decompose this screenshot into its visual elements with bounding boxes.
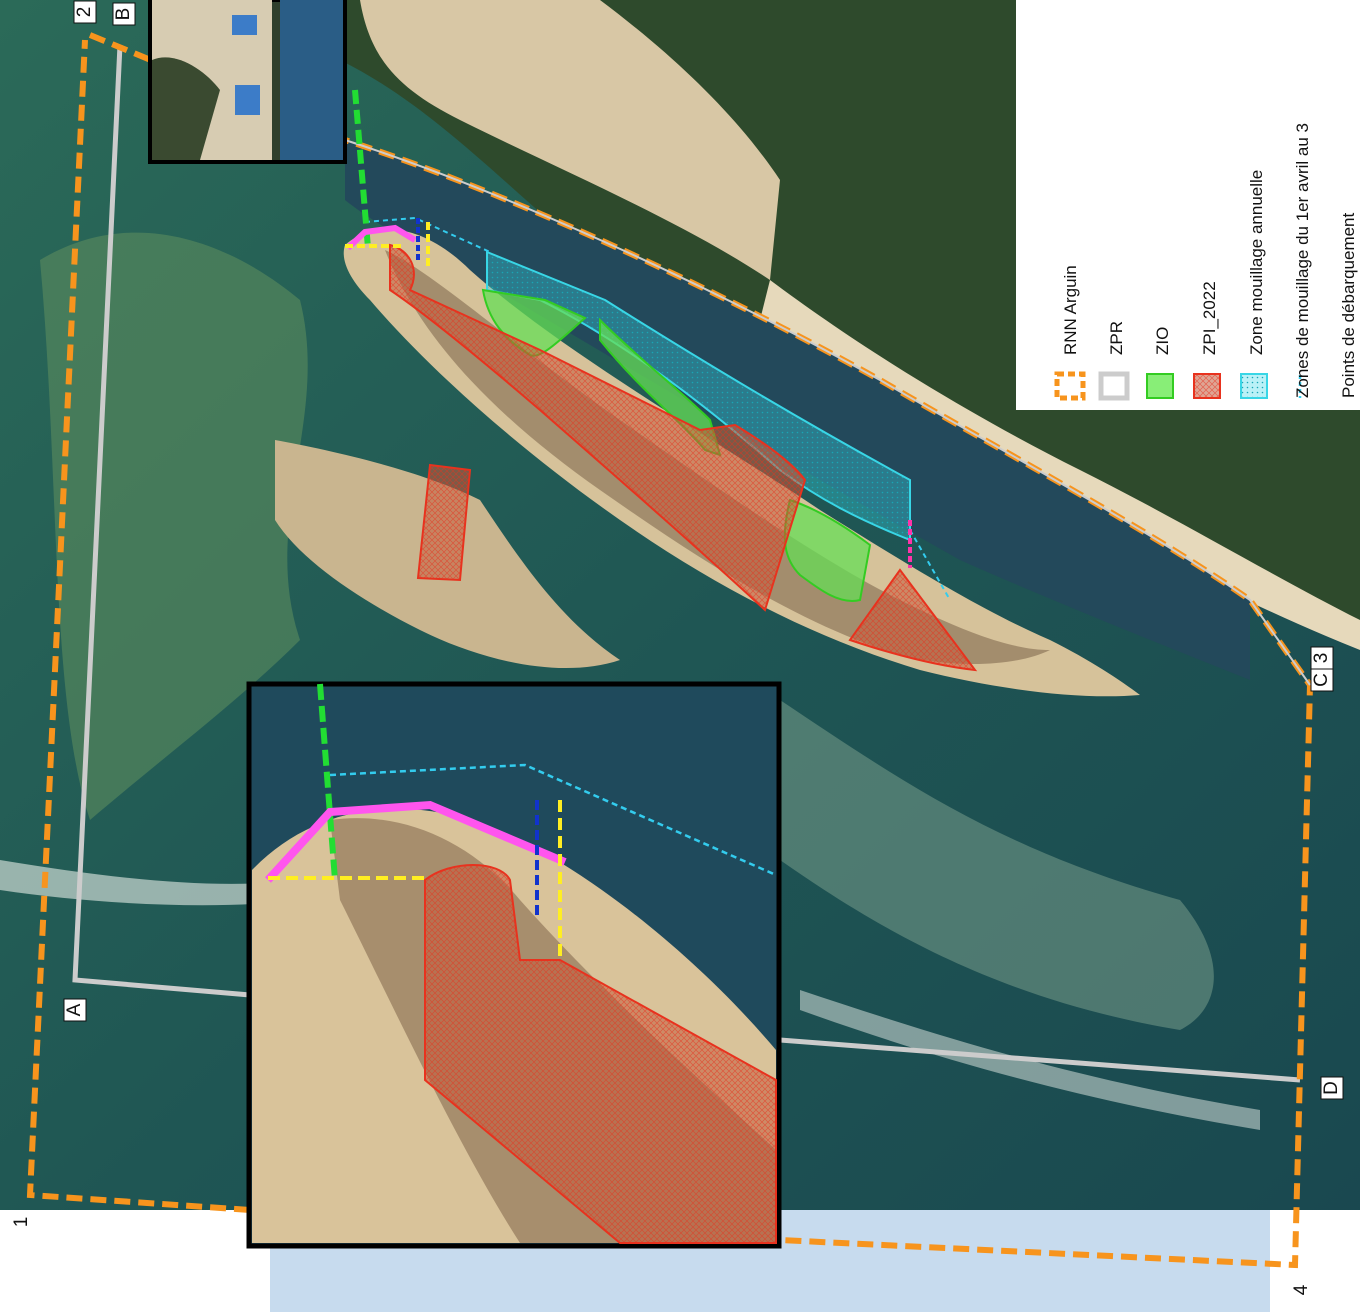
legend-item-mooring-seasonal: Zones de mouillage du 1er avril au 3 xyxy=(1293,123,1312,398)
point-label-1: 1 xyxy=(11,1217,32,1228)
rnn-arguin-boundary xyxy=(26,32,1314,1269)
zpi-symbol xyxy=(1193,373,1221,399)
rnn-arguin-symbol xyxy=(1054,371,1086,401)
legend-item-rnn-arguin: RNN Arguin xyxy=(1054,265,1086,401)
point-label-D: D xyxy=(1320,1076,1344,1100)
dune-pilat xyxy=(360,0,780,280)
shallow-bank-west xyxy=(40,232,308,820)
zpi-zone-main[interactable] xyxy=(389,243,807,612)
shore-beach xyxy=(760,280,1360,650)
legend-item-landing-points: Points de débarquement xyxy=(1339,212,1358,398)
legend-item-zpr: ZPR xyxy=(1098,321,1130,401)
svg-text:ZIO: ZIO xyxy=(1153,327,1172,355)
svg-text:RNN Arguin: RNN Arguin xyxy=(1061,265,1080,355)
point-label-C: C xyxy=(1310,668,1334,692)
svg-text:2: 2 xyxy=(74,7,95,18)
svg-text:ZPI_2022: ZPI_2022 xyxy=(1200,281,1219,355)
svg-text:C: C xyxy=(1311,673,1332,687)
svg-text:B: B xyxy=(113,8,134,21)
svg-text:ZPR: ZPR xyxy=(1107,321,1126,355)
point-label-4: 4 xyxy=(1291,1284,1312,1295)
legend-item-zio: ZIO xyxy=(1146,327,1174,399)
svg-text:Points de débarquement: Points de débarquement xyxy=(1339,212,1358,398)
zpi-zone-island[interactable] xyxy=(416,463,472,582)
legend-item-zpi: ZPI_2022 xyxy=(1193,281,1221,399)
point-label-B: B xyxy=(112,2,136,26)
inset-photo-top xyxy=(148,0,347,164)
shallow-bank-south xyxy=(780,700,1214,1030)
inset-zoom xyxy=(246,681,782,1249)
shore-gray-line xyxy=(344,139,1311,686)
legend: RNN Arguin ZPR ZIO ZPI_2022 Zone mouilla… xyxy=(1016,0,1360,410)
mooring-seasonal-line[interactable] xyxy=(364,216,951,601)
white-margin-left xyxy=(0,1210,270,1312)
svg-text:A: A xyxy=(64,1003,85,1016)
zpi-zone-south[interactable] xyxy=(848,568,978,672)
tidal-channel xyxy=(345,140,1250,680)
mooring-annual-symbol xyxy=(1240,373,1268,399)
legend-item-mooring-annual: Zone mouillage annuelle xyxy=(1240,170,1268,399)
zio-zone-south[interactable] xyxy=(783,498,872,602)
zio-symbol xyxy=(1146,373,1174,399)
zpr-symbol xyxy=(1098,371,1130,401)
svg-text:1: 1 xyxy=(11,1217,32,1228)
landing-point-green xyxy=(352,89,371,249)
surf-band-2 xyxy=(800,990,1260,1130)
white-margin xyxy=(1270,1210,1360,1312)
landing-point-pink xyxy=(345,224,417,251)
svg-text:3: 3 xyxy=(1311,653,1332,664)
svg-text:Zone mouillage annuelle: Zone mouillage annuelle xyxy=(1247,170,1266,355)
point-label-A: A xyxy=(63,998,87,1022)
svg-text:4: 4 xyxy=(1291,1284,1312,1295)
zpr-boundary xyxy=(72,44,1301,1083)
svg-text:Zones de mouillage du 1er avri: Zones de mouillage du 1er avril au 3 xyxy=(1293,123,1312,398)
surf-band xyxy=(0,860,300,906)
point-label-3: 3 xyxy=(1310,646,1334,670)
landing-point-yellow xyxy=(345,222,430,270)
svg-text:D: D xyxy=(1321,1081,1342,1095)
point-label-2: 2 xyxy=(73,0,97,24)
